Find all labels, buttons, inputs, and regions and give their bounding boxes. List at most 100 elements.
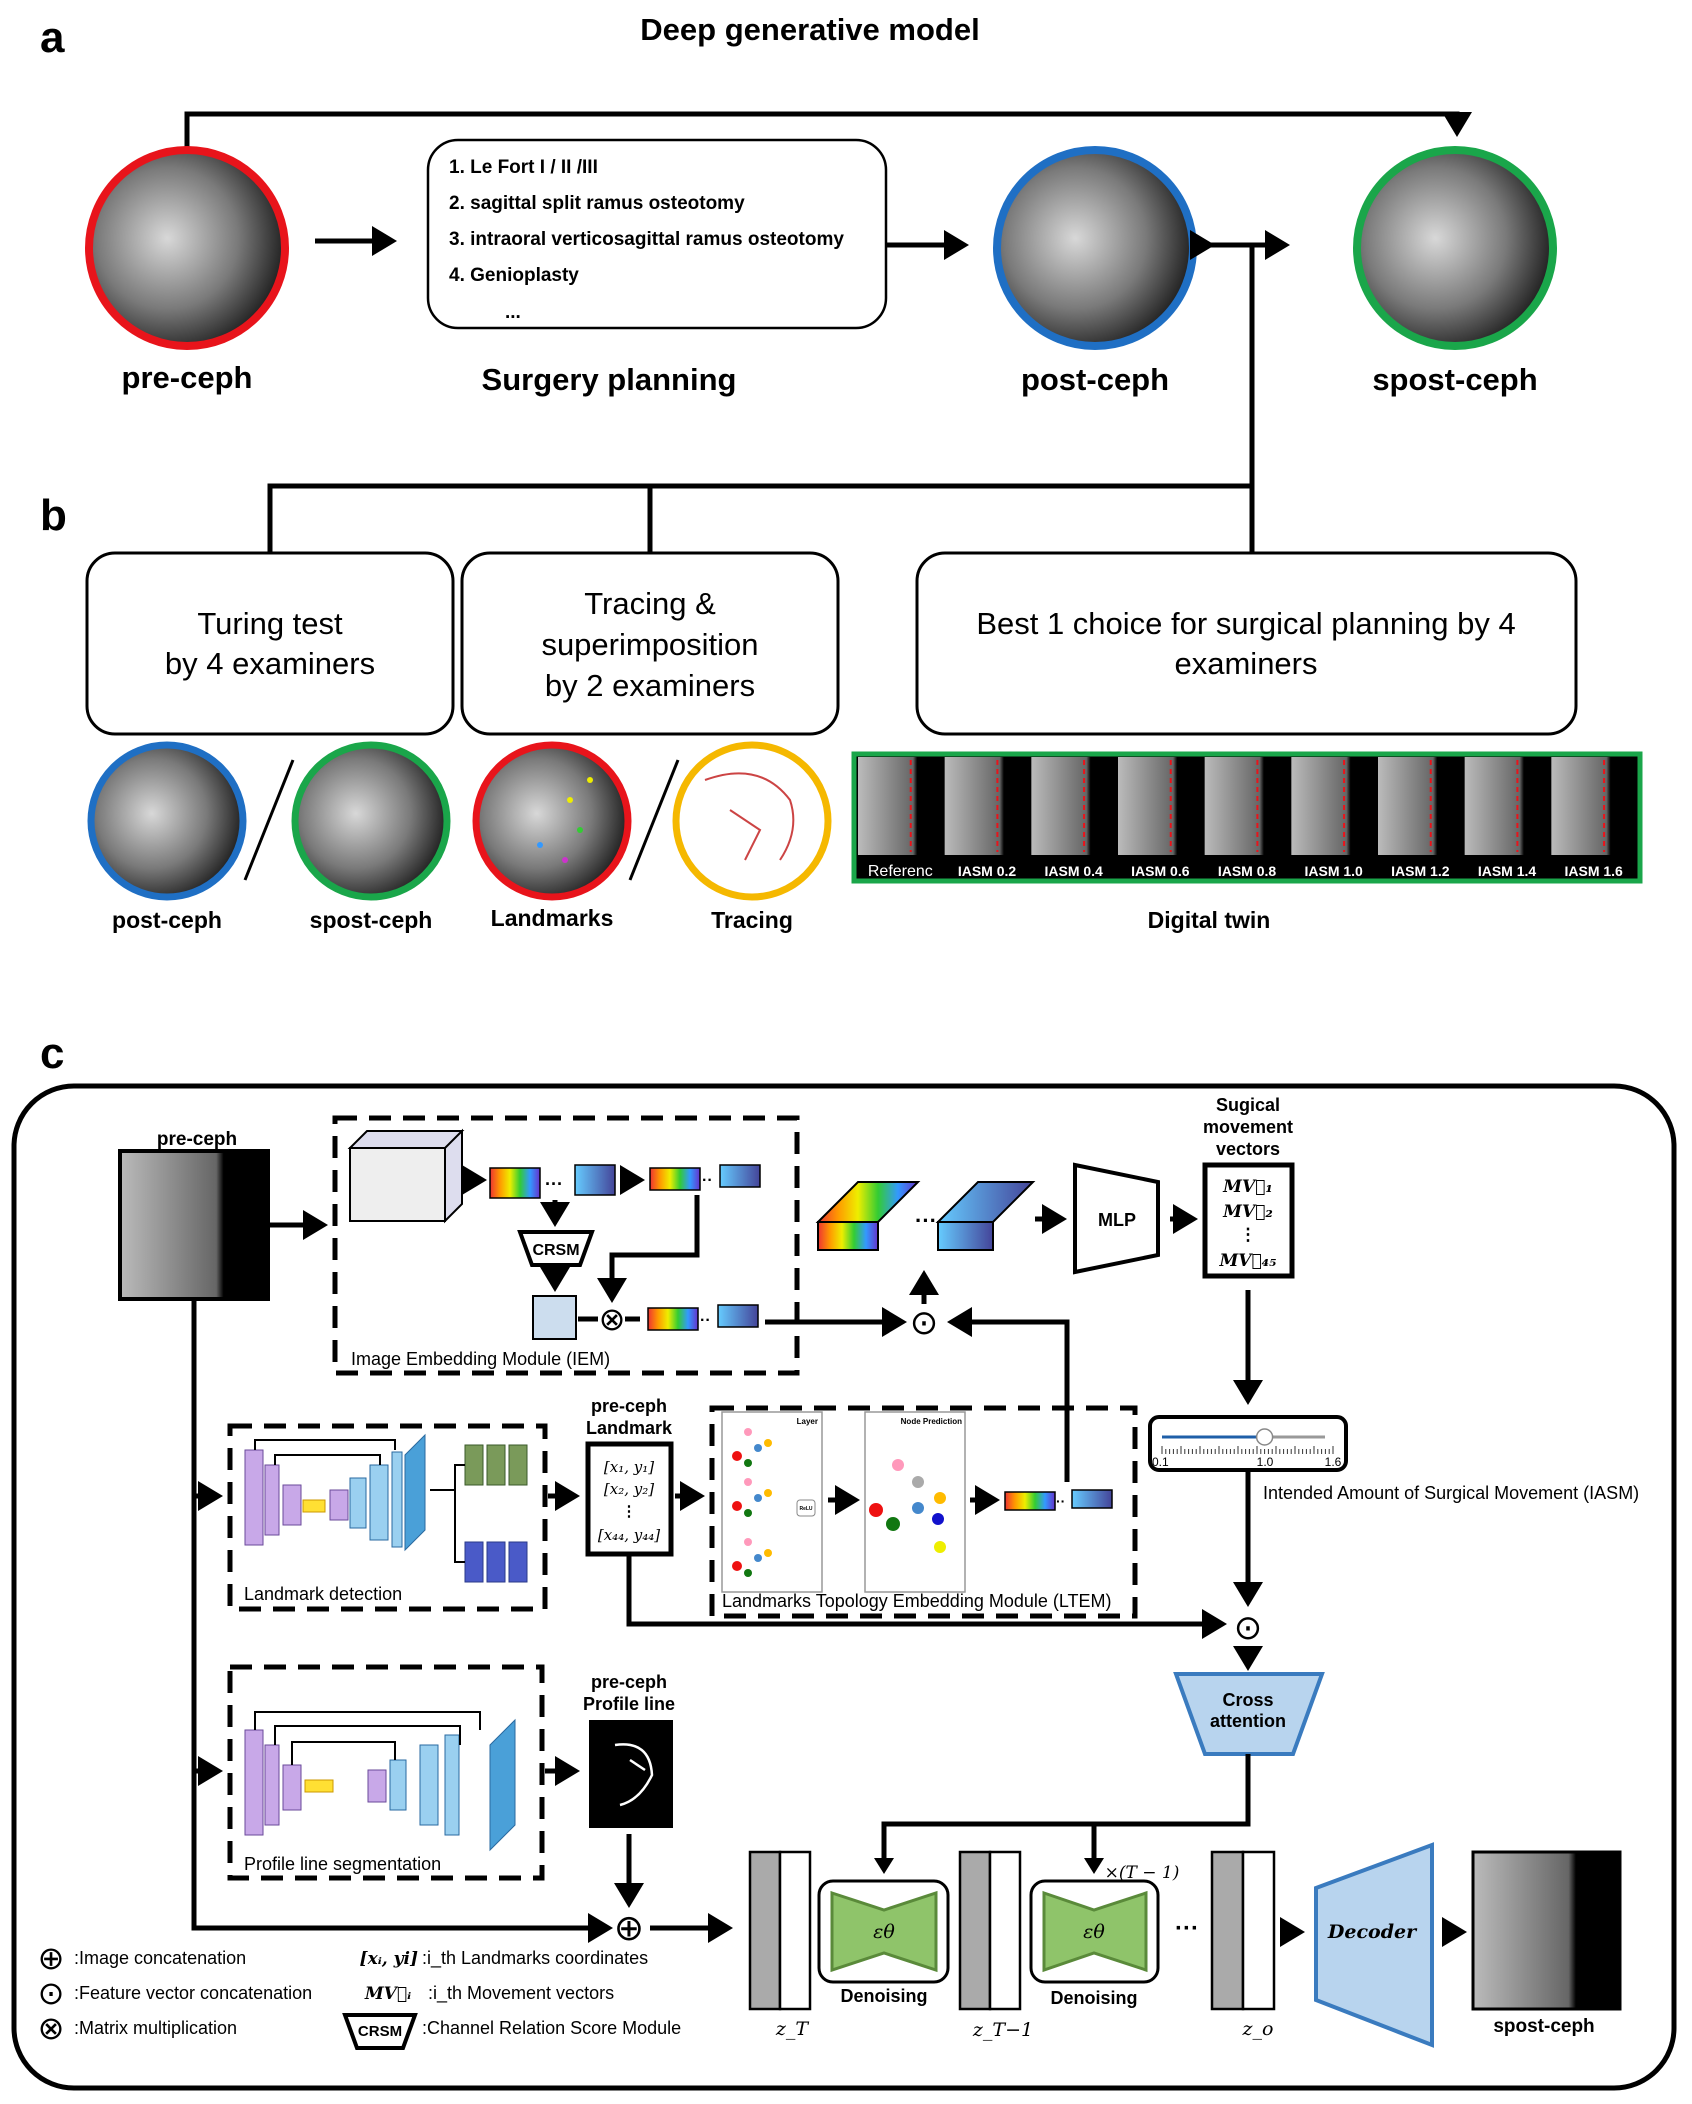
box-text: Best 1 choice for surgical planning by 4: [976, 606, 1515, 641]
latent-zT-1: z_T−1: [958, 1850, 1033, 2041]
landmark-dots: [537, 777, 593, 863]
legend-symbol: [xᵢ, yi]: [360, 1949, 418, 1969]
twin-frame-label: Referenc: [868, 863, 933, 880]
input-connector: [191, 1299, 613, 1943]
eps-label: εθ: [1083, 1921, 1105, 1943]
planning-box: [426, 138, 888, 330]
twin-frame-label: IASM 1.0: [1304, 863, 1363, 879]
cross-attention-block: [1173, 1672, 1325, 1756]
feature-block: [1004, 1491, 1056, 1511]
feature-concat-icon: ⊙: [38, 1975, 65, 2011]
mlp-label: MLP: [1098, 1210, 1136, 1230]
ltem-box: [709, 1405, 1138, 1619]
twin-frame-label: IASM 1.6: [1564, 863, 1623, 879]
pre-ceph-label: pre-ceph: [122, 360, 253, 395]
crsm-label: CRSM: [532, 1242, 579, 1259]
decoder-block: [1314, 1842, 1434, 2048]
panel-letter: a: [40, 13, 65, 62]
crsm-legend-icon: [342, 2013, 418, 2050]
evaluation-connector: [267, 245, 1255, 553]
twin-frame-image: [1031, 757, 1116, 855]
planning-item: 1. Le Fort I / II /III: [449, 157, 598, 178]
panel-b: b Turing test by 4 examiners Tracing & s…: [40, 245, 1643, 933]
slider-ticks: [1161, 1446, 1334, 1454]
twin-frame-label: IASM 0.2: [958, 863, 1017, 879]
legend-symbol: MV⃗ᵢ: [364, 1984, 411, 2004]
box-text: superimposition: [541, 627, 758, 662]
spost-ceph-image: [1353, 146, 1557, 350]
feedback-connector: [184, 111, 1472, 148]
feature-concat-icon: ⊙: [1234, 1609, 1263, 1647]
legend-text: :i_th Movement vectors: [428, 1983, 614, 2004]
slider-max: 1.6: [1325, 1455, 1342, 1469]
mlp-block: [1073, 1162, 1160, 1275]
profile-title: Profile line: [583, 1694, 675, 1714]
landmark-connector: [626, 1556, 1227, 1639]
feature-block: [489, 1167, 541, 1199]
node-graph: [869, 1459, 946, 1553]
cross-attention-label: attention: [1210, 1711, 1286, 1731]
landmark-coords-box: [585, 1441, 674, 1557]
unet-detection: [244, 1433, 528, 1583]
latent-label: z_o: [1242, 2018, 1274, 2040]
landmark-coord: [x₁, y₁]: [604, 1458, 654, 1476]
pre-ceph-image: [85, 146, 289, 350]
slider-frame: [1148, 1415, 1348, 1472]
ellipsis: ···: [1175, 1915, 1199, 1942]
decoder-label: Decoder: [1327, 1921, 1418, 1943]
slider-thumb: [1255, 1428, 1274, 1446]
relu-box: [796, 1499, 816, 1517]
matrix-mult-icon: ⊗: [38, 2010, 65, 2046]
planning-item: 3. intraoral verticosagittal ramus osteo…: [449, 229, 844, 250]
profile-seg-label: Profile line segmentation: [244, 1854, 441, 1874]
thumb-label: Tracing: [711, 907, 793, 933]
feature-block: [719, 1164, 761, 1188]
profile-line-image: [589, 1720, 673, 1828]
architecture-frame: [11, 1083, 1677, 2091]
twin-frame-image: [1204, 757, 1290, 855]
layer-label: Layer: [797, 1417, 818, 1426]
panel-letter: b: [40, 491, 67, 540]
iasm-slider: 0.1 1.0 1.6: [1148, 1415, 1348, 1472]
tracing-lines: [704, 772, 795, 861]
thumb-label: spost-ceph: [310, 907, 433, 933]
skip-connector: [597, 1195, 700, 1303]
landmarks-thumb: [472, 741, 632, 901]
legend-symbol: CRSM: [358, 2023, 402, 2040]
crsm-block: [517, 1230, 595, 1267]
latent-label: z_T−1: [972, 2019, 1033, 2041]
slash: [628, 759, 680, 881]
twin-frame-image: [1118, 757, 1203, 855]
thumb-label: Landmarks: [491, 905, 614, 931]
spost-ceph-thumb: [291, 741, 451, 901]
denoising-label: Denoising: [1050, 1988, 1137, 2008]
planning-item: 2. sagittal split ramus osteotomy: [449, 193, 745, 214]
latent-z0: z_o: [1210, 1850, 1276, 2040]
cross-attention-label: Cross: [1222, 1690, 1273, 1710]
mv-title: vectors: [1216, 1139, 1280, 1159]
eps-label: εθ: [873, 1921, 895, 1943]
repeat-label: ×(T − 1): [1105, 1863, 1180, 1883]
landmark-detection-box: [227, 1423, 548, 1612]
best-choice-box: [915, 551, 1578, 736]
pre-ceph-image: [118, 1149, 270, 1301]
ellipsis: ··: [1056, 1493, 1065, 1509]
latent-label: z_T: [775, 2018, 810, 2040]
latent-zT: z_T: [748, 1850, 812, 2040]
twin-frame-image: [1464, 757, 1550, 855]
mv-item: MV⃗₄₅: [1218, 1251, 1276, 1271]
box-text: examiners: [1175, 646, 1318, 681]
panel-a: a Deep generative model pre-ceph 1. Le F…: [40, 12, 1557, 397]
denoising-label: Denoising: [840, 1986, 927, 2006]
box-text: by 4 examiners: [165, 646, 375, 681]
iem-label: Image Embedding Module (IEM): [351, 1349, 610, 1369]
panel-title: Deep generative model: [640, 12, 979, 47]
mv-title: movement: [1203, 1117, 1293, 1137]
legend-text: :i_th Landmarks coordinates: [422, 1948, 648, 1969]
post-ceph-thumb: [87, 741, 247, 901]
denoising-block: εθ Denoising: [817, 1879, 950, 2006]
slash: [243, 759, 295, 881]
spost-ceph-label: spost-ceph: [1372, 362, 1537, 397]
twin-frame-image: [1551, 757, 1636, 855]
